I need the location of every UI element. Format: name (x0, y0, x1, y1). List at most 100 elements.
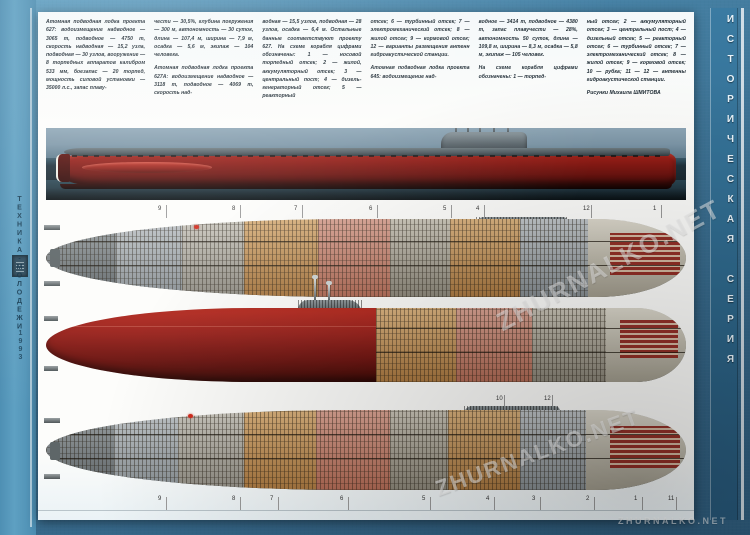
bottom-rule (38, 510, 694, 511)
compartment-6-turbine (244, 219, 319, 297)
photo-upper-deck (64, 148, 670, 156)
leader-line (504, 395, 505, 408)
lower-deck-line (46, 265, 686, 266)
left-spine: ТЕХНИКА-МОЛОДЕЖИ 1993 (0, 0, 36, 535)
compartment-4-diesel (390, 410, 449, 490)
leader-line (166, 205, 167, 218)
magazine-title-vertical: ТЕХНИКА-МОЛОДЕЖИ (16, 196, 23, 332)
upper-deck-line (376, 328, 686, 329)
leader-line (661, 205, 662, 218)
compartment-2-battery (520, 410, 587, 490)
leader-line (377, 205, 378, 218)
cutaway-645-callouts-bottom: 9 8 7 6 5 4 3 (46, 496, 686, 510)
cutaway2-hull (46, 410, 686, 490)
paragraph: На схеме корабля цифрами обозначены: 1 —… (478, 65, 578, 80)
compartment-1-torpedo (586, 410, 686, 490)
leader-line (642, 497, 643, 510)
leader-line (430, 497, 431, 510)
leader-line (240, 205, 241, 218)
leader-line (302, 205, 303, 218)
cutaway2-propeller (50, 442, 60, 460)
compartment-2-battery (520, 219, 589, 297)
leader-line (594, 497, 595, 510)
leader-line (552, 395, 553, 408)
paragraph: Атомная подводная лодка проекта 645: вод… (370, 65, 470, 80)
leader-line (451, 205, 452, 218)
text-column-6: ный отсек; 2 — аккумуляторный отсек; 3 —… (587, 18, 686, 126)
photo-bow-cap (56, 154, 70, 182)
magazine-year-vertical: 1993 (17, 330, 24, 362)
section-torpedo (606, 308, 686, 382)
paragraph: отсек; 6 — турбинный отсек; 7 — электром… (370, 19, 470, 58)
illustration-credit: Рисунки Михаила ШМИТОВА (586, 90, 661, 96)
compartment-5-reactor (316, 410, 391, 490)
profile2-lower-rudder (44, 366, 58, 371)
compartment-6-turbine (244, 410, 317, 490)
cutaway1-upper-rudder (44, 225, 60, 230)
paragraph: водное — 3414 т, подводное — 4380 т, зап… (478, 19, 578, 58)
photo-vignette (46, 188, 686, 200)
compartment-7-electro (178, 410, 245, 490)
photo-bow-sonar-dome (82, 162, 212, 173)
compartment-3-control (450, 219, 521, 297)
text-column-4: отсек; 6 — турбинный отсек; 7 — электром… (370, 18, 469, 126)
antenna-mast-icon (326, 281, 332, 300)
series-band (710, 8, 738, 520)
periscope-mast-icon (312, 275, 318, 300)
cutaway1-lower-rudder (44, 281, 60, 286)
text-column-5: водное — 3414 т, подводное — 4380 т, зап… (479, 18, 578, 126)
submarine-profile-photo (46, 128, 686, 200)
leader-line (348, 497, 349, 510)
cutaway1-propeller (50, 249, 60, 267)
spine-rule (30, 8, 32, 527)
text-column-1: Атомная подводная лодка проекта 627: вод… (46, 18, 145, 126)
cutaway2-lower-rudder (44, 474, 60, 479)
periscope-mast-icon (455, 128, 457, 132)
leader-line (591, 205, 592, 218)
cutaway-645-callouts-top: 10 12 (46, 395, 686, 410)
paragraph: чести — 30,5%, глубина погружения — 300 … (154, 19, 254, 58)
marker-dot (188, 414, 193, 418)
section-living (376, 308, 457, 382)
text-column-3: водная — 15,5 узлов, подводная — 28 узло… (262, 18, 361, 126)
paragraph: водная — 15,5 узлов, подводная — 28 узло… (262, 19, 362, 100)
leader-line (676, 497, 677, 510)
profile2-cutaway-section (376, 308, 686, 382)
compartment-8-living (116, 219, 183, 297)
submarine-profile-627a (44, 275, 686, 382)
hull-highlight (46, 326, 476, 327)
compartment-3-control (448, 410, 521, 490)
direction-finder-mast-icon (507, 128, 509, 132)
spine-stamp-icon (12, 255, 28, 277)
cutaway1-hull (46, 219, 686, 297)
content-sheet: Атомная подводная лодка проекта 627: вод… (38, 12, 694, 520)
antenna-mast-icon (493, 128, 495, 132)
text-columns: Атомная подводная лодка проекта 627: вод… (46, 18, 686, 126)
leader-line (166, 497, 167, 510)
cutaway2-upper-rudder (44, 418, 60, 423)
leader-line (484, 205, 485, 218)
series-band-rule (741, 8, 744, 520)
lower-deck-line (376, 352, 686, 353)
lower-deck-line (46, 458, 686, 459)
radar-mast-icon (467, 128, 469, 132)
cutaway-627-callouts-top: 9 8 7 6 5 4 12 (46, 205, 686, 220)
cutaway-project-645 (44, 406, 686, 490)
series-title-vertical: ИСТОРИЧЕСКАЯ СЕРИЯ (725, 14, 736, 374)
profile2-upper-rudder (44, 316, 58, 321)
compartment-1-torpedo (588, 219, 686, 297)
torpedo-tubes (620, 320, 678, 358)
paragraph: Атомная подводная лодка проекта 627: вод… (46, 19, 146, 91)
paragraph: Атомная подводная лодка проекта 627А: во… (154, 65, 254, 96)
torpedo-tubes (610, 426, 680, 468)
compartment-4-diesel (390, 219, 451, 297)
leader-line (540, 497, 541, 510)
upper-deck-line (46, 434, 686, 435)
snorkel-mast-icon (479, 128, 481, 132)
leader-line (240, 497, 241, 510)
section-turbine (532, 308, 607, 382)
text-column-2: чести — 30,5%, глубина погружения — 300 … (154, 18, 253, 126)
compartment-7-electro (182, 219, 245, 297)
photo-deck-hatches (72, 155, 664, 157)
